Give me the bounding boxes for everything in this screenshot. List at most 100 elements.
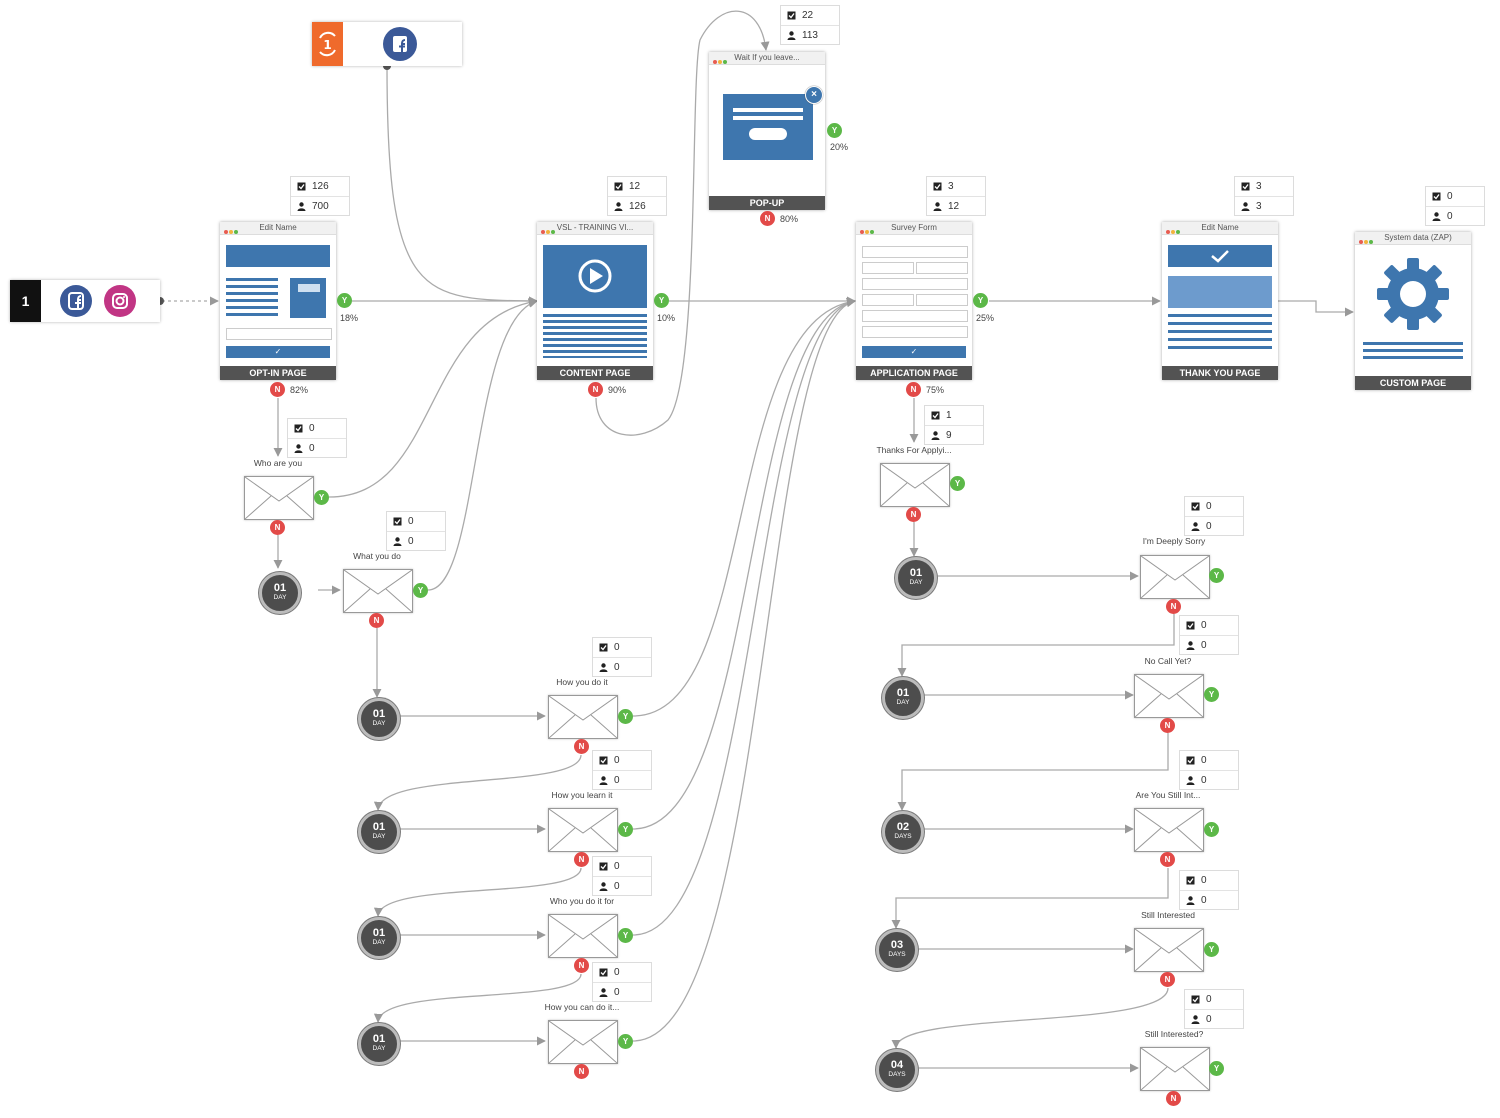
email-stats: 0 0 <box>592 750 652 790</box>
email-no-badge[interactable]: N <box>1160 718 1175 733</box>
envelope-icon <box>548 1020 618 1064</box>
optin-yes-badge[interactable]: Y <box>337 293 352 308</box>
application-yes-badge[interactable]: Y <box>973 293 988 308</box>
checkbox-icon <box>933 182 942 191</box>
gear-icon <box>1377 258 1449 330</box>
email-yes-badge[interactable]: Y <box>950 476 965 491</box>
optin-no-badge[interactable]: N <box>270 382 285 397</box>
email-no-badge[interactable]: N <box>1160 852 1175 867</box>
person-icon <box>933 202 942 211</box>
email-how-you-can-do-it[interactable] <box>548 1020 618 1064</box>
email-no-badge[interactable]: N <box>574 958 589 973</box>
checkmark-icon <box>1211 250 1229 263</box>
email-caption: How you learn it <box>551 790 613 800</box>
checkbox-icon <box>599 756 608 765</box>
checkbox-icon <box>393 517 402 526</box>
email-yes-badge[interactable]: Y <box>1209 1061 1224 1076</box>
email-no-badge[interactable]: N <box>574 1064 589 1079</box>
envelope-icon <box>548 914 618 958</box>
play-icon <box>578 259 612 293</box>
email-no-badge[interactable]: N <box>369 613 384 628</box>
email-no-badge[interactable]: N <box>906 507 921 522</box>
email-no-badge[interactable]: N <box>574 739 589 754</box>
content-yes-badge[interactable]: Y <box>654 293 669 308</box>
wire-fb-content <box>386 65 538 306</box>
email-yes-badge[interactable]: Y <box>1204 687 1219 702</box>
email-caption: Are You Still Int... <box>1135 790 1201 800</box>
checkbox-icon <box>1186 756 1195 765</box>
email-yes-badge[interactable]: Y <box>1209 568 1224 583</box>
content-page[interactable]: VSL - TRAINING VI... CONTENT PAGE <box>537 222 653 380</box>
application-yes-percent: 25% <box>976 313 995 323</box>
person-icon <box>393 537 402 546</box>
application-no-percent: 75% <box>926 385 945 395</box>
email-no-badge[interactable]: N <box>1160 972 1175 987</box>
email-deeply-sorry[interactable] <box>1140 555 1210 599</box>
thankyou-page[interactable]: Edit Name THANK YOU PAGE <box>1162 222 1278 380</box>
email-how-you-learn-it[interactable] <box>548 808 618 852</box>
top-traffic-source[interactable]: 1 <box>312 22 462 66</box>
email-no-badge[interactable]: N <box>270 520 285 535</box>
email-no-badge[interactable]: N <box>574 852 589 867</box>
email-no-badge[interactable]: N <box>1166 1091 1181 1106</box>
person-icon <box>1186 641 1195 650</box>
email-no-call-yet[interactable] <box>1134 674 1204 718</box>
email-still-interested-question[interactable] <box>1140 1047 1210 1091</box>
email-yes-badge[interactable]: Y <box>618 1034 633 1049</box>
popup-page[interactable]: Wait If you leave... × POP-UP <box>709 52 825 210</box>
envelope-icon <box>1134 674 1204 718</box>
email-caption: No Call Yet? <box>1144 656 1192 666</box>
email-still-interested[interactable] <box>1134 928 1204 972</box>
email-how-you-do-it[interactable] <box>548 695 618 739</box>
email-yes-badge[interactable]: Y <box>618 822 633 837</box>
person-icon <box>599 988 608 997</box>
checkbox-icon <box>1191 502 1200 511</box>
application-page[interactable]: Survey Form ✓ APPLICATION PAGE <box>856 222 972 380</box>
checkbox-icon <box>787 11 796 20</box>
application-page-label: APPLICATION PAGE <box>856 366 972 380</box>
email-yes-badge[interactable]: Y <box>618 928 633 943</box>
email-stats: 0 0 <box>1184 989 1244 1029</box>
traffic-source[interactable]: 1 <box>10 280 160 322</box>
popup-no-badge[interactable]: N <box>760 211 775 226</box>
custom-page[interactable]: System data (ZAP) CUSTOM PAGE <box>1355 232 1471 390</box>
thankyou-page-title: Edit Name <box>1201 223 1239 232</box>
email-yes-badge[interactable]: Y <box>1204 822 1219 837</box>
email-are-you-still-interested[interactable] <box>1134 808 1204 852</box>
person-icon <box>1186 776 1195 785</box>
email-what-you-do[interactable] <box>343 569 413 613</box>
email-caption: I'm Deeply Sorry <box>1142 536 1206 546</box>
envelope-icon <box>244 476 314 520</box>
popup-yes-percent: 20% <box>830 142 849 152</box>
checkbox-icon <box>294 424 303 433</box>
email-yes-badge[interactable]: Y <box>413 583 428 598</box>
person-icon <box>614 202 623 211</box>
application-no-badge[interactable]: N <box>906 382 921 397</box>
email-yes-badge[interactable]: Y <box>314 490 329 505</box>
email-stats: 0 0 <box>1179 615 1239 655</box>
email-thanks-for-applying[interactable] <box>880 463 950 507</box>
checkbox-icon <box>1186 876 1195 885</box>
content-yes-percent: 10% <box>657 313 676 323</box>
email-stats: 0 0 <box>1179 750 1239 790</box>
email-no-badge[interactable]: N <box>1166 599 1181 614</box>
popup-yes-badge[interactable]: Y <box>827 123 842 138</box>
content-no-badge[interactable]: N <box>588 382 603 397</box>
optin-page[interactable]: Edit Name ✓ OPT-IN PAGE <box>220 222 336 380</box>
email-yes-badge[interactable]: Y <box>1204 942 1219 957</box>
checkbox-icon <box>599 643 608 652</box>
email-yes-badge[interactable]: Y <box>618 709 633 724</box>
email-who-you-do-it-for[interactable] <box>548 914 618 958</box>
email-who-are-you[interactable] <box>244 476 314 520</box>
close-icon[interactable]: × <box>805 86 823 104</box>
